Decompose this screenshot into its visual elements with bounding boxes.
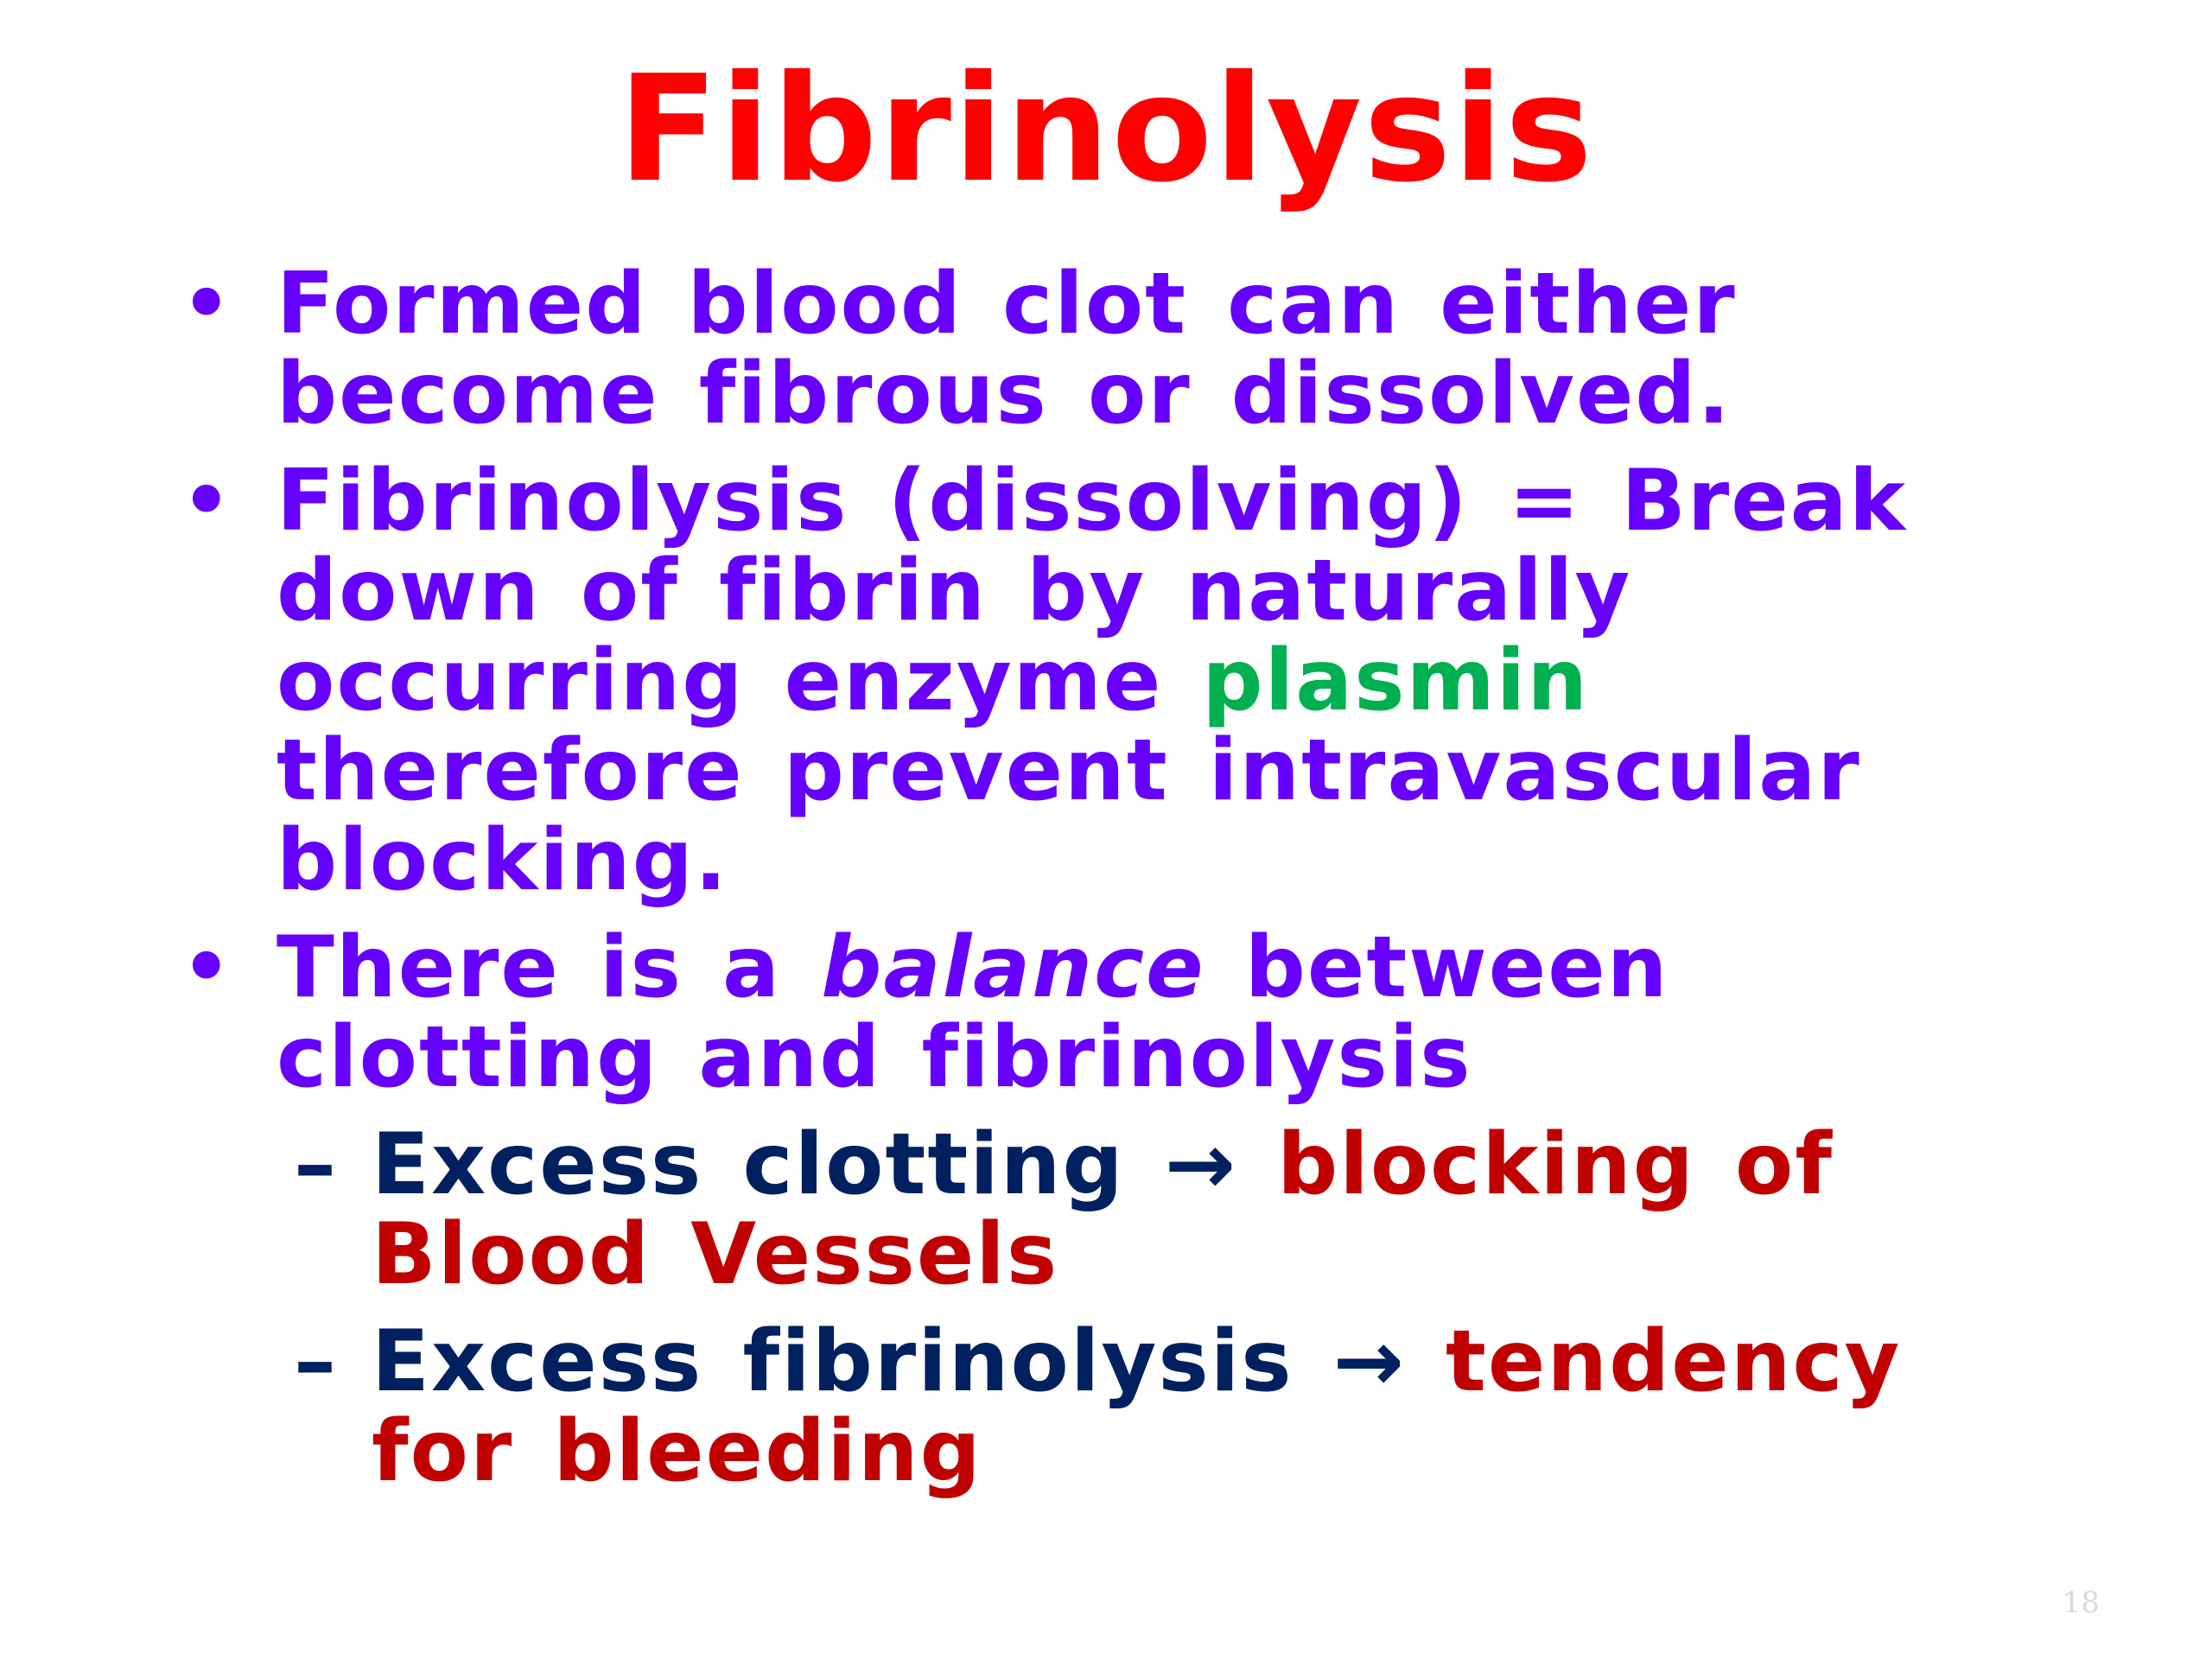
balance-emphasis: balance	[821, 918, 1205, 1017]
slide-title: Fibrinolysis	[618, 44, 1594, 215]
sub-bullet-dash: –	[294, 1116, 338, 1214]
sub-bullet-2-effect: tendency for bleeding	[372, 1313, 1902, 1501]
plasmin-highlight: plasmin	[1202, 632, 1590, 730]
sub-bullet-dash: –	[294, 1313, 338, 1411]
right-arrow-icon: →	[1332, 1313, 1406, 1411]
right-arrow-icon: →	[1164, 1116, 1237, 1214]
sub-bullet-2: – Excess fibrinolysis → tendency for ble…	[181, 1317, 2031, 1497]
bullet-3: • There is a balance between clotting an…	[181, 923, 2031, 1103]
bullet-2: • Fibrinolysis (dissolving) = Break down…	[181, 456, 2031, 906]
sub-bullet-1: – Excess clotting → blocking of Blood Ve…	[181, 1120, 2031, 1300]
bullet-1-text: Formed blood clot can either become fibr…	[276, 255, 1737, 443]
bullet-2-text-after: therefore prevent intravascular blocking…	[276, 721, 1861, 910]
bullet-2-text-before: Fibrinolysis (dissolving) = Break down o…	[276, 452, 1907, 730]
sub-bullet-1-effect: blocking of Blood Vessels	[372, 1116, 1834, 1304]
page-number: 18	[2062, 1586, 2100, 1620]
bullet-1: • Formed blood clot can either become fi…	[181, 258, 2031, 440]
bullet-list: • Formed blood clot can either become fi…	[181, 259, 2031, 1497]
sub-bullet-2-cause: Excess fibrinolysis	[372, 1313, 1294, 1411]
bullet-marker: •	[181, 922, 233, 1013]
bullet-3-text-before: There is a	[276, 918, 822, 1017]
bullet-marker: •	[181, 258, 233, 349]
bullet-3-text-after: between clotting and fibrinolysis	[276, 918, 1669, 1107]
sub-bullet-1-cause: Excess clotting	[372, 1116, 1125, 1214]
bullet-marker: •	[181, 455, 233, 546]
